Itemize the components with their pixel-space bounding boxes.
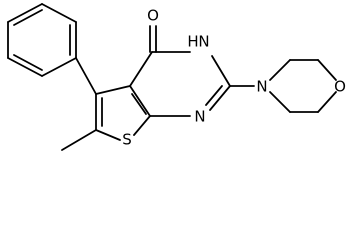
morpholine-oxygen-label: O xyxy=(334,78,346,96)
pyrimidinone-ring xyxy=(129,51,231,117)
thiophene-ring xyxy=(95,85,151,141)
ring-nh-h-label: H xyxy=(187,33,198,51)
bond-c6-methyl xyxy=(61,129,97,151)
bond-ph-inner-3 xyxy=(13,54,43,71)
ring-nh-n-label: N xyxy=(198,33,209,51)
bond-c2-n1 xyxy=(209,85,231,111)
bond-n3-c2 xyxy=(211,55,231,87)
pyrimidine-nitrogen-label: N xyxy=(194,108,205,126)
phenyl-ring xyxy=(7,3,77,77)
bond-c4a-c7a xyxy=(129,85,151,117)
bond-morph-1 xyxy=(269,59,291,81)
bond-ph-2 xyxy=(41,3,77,23)
chemical-structure: O H N N S N O xyxy=(7,3,346,151)
bond-ph-5 xyxy=(7,57,43,77)
bond-morph-6 xyxy=(269,91,291,113)
bond-c4a-c7a-double xyxy=(131,93,147,115)
bond-c5-c4a xyxy=(95,85,131,95)
bond-ph-1 xyxy=(7,3,43,23)
morpholine-ring xyxy=(269,59,337,113)
bond-morph-3 xyxy=(317,59,337,81)
carbonyl-oxygen-label: O xyxy=(147,7,159,25)
bond-c7a-s xyxy=(133,115,151,136)
morpholine-nitrogen-label: N xyxy=(256,78,267,96)
bond-s-c6 xyxy=(95,129,121,141)
bond-ph-4 xyxy=(41,57,77,77)
thiophene-sulfur-label: S xyxy=(122,131,132,149)
bond-c4a-c4 xyxy=(129,51,153,87)
bond-c2-n1-double xyxy=(205,85,223,106)
bond-phenyl-c5 xyxy=(75,57,97,95)
bond-ph-inner-1 xyxy=(13,9,43,26)
bond-morph-4 xyxy=(317,91,337,113)
